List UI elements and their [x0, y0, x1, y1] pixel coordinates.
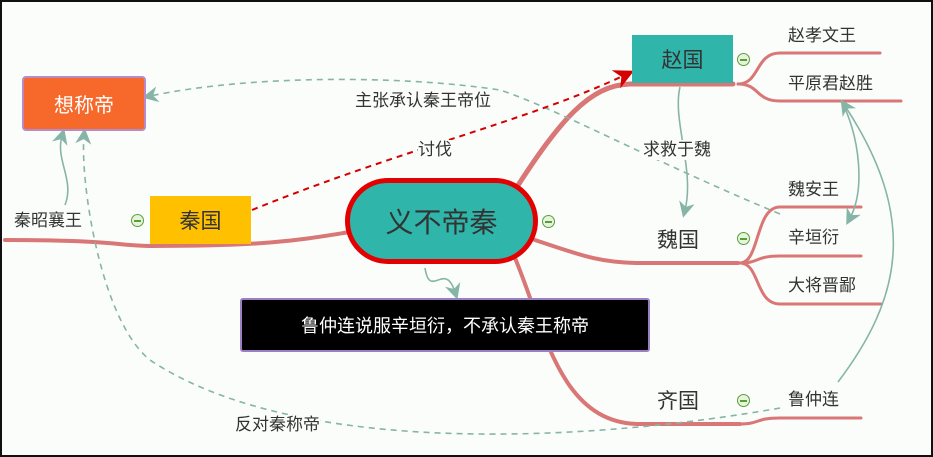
relation-label-attack: 讨伐 [418, 140, 452, 160]
node-zhao[interactable]: 赵国 [632, 35, 733, 83]
relation-oppose [75, 128, 781, 435]
collapse-zhao-icon[interactable] [737, 53, 750, 66]
node-wei[interactable]: 魏国 [657, 228, 699, 252]
node-want-emperor[interactable]: 想称帝 [22, 76, 146, 131]
node-qin[interactable]: 秦国 [150, 196, 251, 244]
relation-label-oppose: 反对秦称帝 [235, 415, 320, 435]
node-pingyuan[interactable]: 平原君赵胜 [788, 74, 873, 94]
node-luzhonglian[interactable]: 鲁仲连 [788, 390, 839, 410]
branch-zhao [512, 81, 736, 193]
central-topic[interactable]: 义不帝秦 [345, 178, 538, 264]
relation-support [142, 78, 781, 215]
relation-attack [251, 70, 635, 211]
node-qi[interactable]: 齐国 [657, 389, 699, 413]
node-jinbi[interactable]: 大将晋鄙 [788, 276, 856, 296]
collapse-qin-icon[interactable] [131, 214, 144, 227]
relation-label-support: 主张承认秦王帝位 [355, 91, 491, 111]
collapse-central-icon[interactable] [542, 215, 555, 228]
node-summary[interactable]: 鲁仲连说服辛垣衍，不承认秦王称帝 [240, 298, 650, 352]
node-xinyuan[interactable]: 辛垣衍 [788, 228, 839, 248]
relation-label-ask-help: 求救于魏 [643, 140, 711, 160]
branch-qi [513, 256, 742, 426]
branch-qin [3, 230, 352, 249]
node-zhao-king[interactable]: 赵孝文王 [788, 26, 856, 46]
branch-wei [533, 238, 740, 265]
collapse-wei-icon[interactable] [737, 232, 750, 245]
collapse-qi-icon[interactable] [737, 394, 750, 407]
node-wei-king[interactable]: 魏安王 [788, 180, 839, 200]
node-qin-king[interactable]: 秦昭襄王 [14, 211, 82, 231]
